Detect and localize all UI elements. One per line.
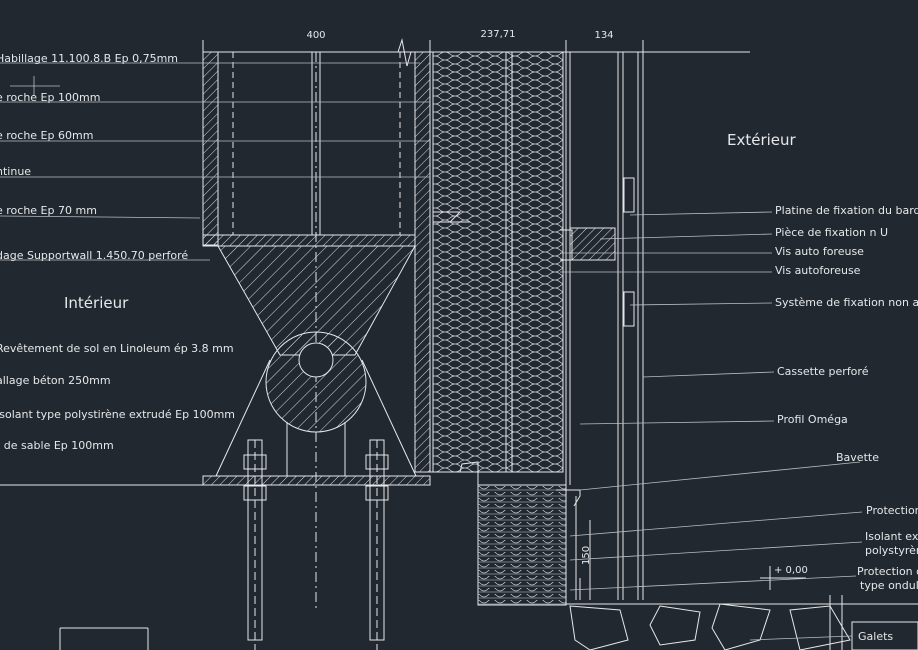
label-cassette: Cassette perforé <box>777 365 869 378</box>
label-omega: Profil Oméga <box>777 413 848 426</box>
cladding-profiles <box>556 52 644 600</box>
wall-insulation <box>430 51 571 606</box>
label-supportwall: dage Supportwall 1.450.70 perforé <box>0 249 188 262</box>
label-type-onduli: type onduli <box>860 579 918 592</box>
label-vis-2: Vis autoforeuse <box>775 264 861 277</box>
label-polystyrene: polystyrèn <box>865 544 918 557</box>
anchor-bolts <box>243 439 389 650</box>
dim-150: 150 <box>581 546 592 565</box>
label-protection: Protection <box>866 504 918 517</box>
label-laine-60: e roche Ep 60mm <box>0 129 93 142</box>
dim-134: 134 <box>594 30 613 41</box>
label-galets: Galets <box>858 630 893 643</box>
level-marker <box>579 566 806 600</box>
label-laine-100: e roche Ep 100mm <box>0 91 100 104</box>
left-annotations: Habillage 11.100.8.B Ep 0,75mm e roche E… <box>0 52 235 452</box>
level-label: + 0,00 <box>774 565 808 576</box>
label-platine: Platine de fixation du barda <box>775 204 918 217</box>
dim-237: 237,71 <box>481 29 516 40</box>
label-continue: ntinue <box>0 165 31 178</box>
label-vis-1: Vis auto foreuse <box>775 245 864 258</box>
label-linoleum: Revêtement de sol en Linoleum ép 3.8 mm <box>0 342 234 355</box>
steel-box-beam <box>202 51 431 610</box>
label-bavette: Bavette <box>836 451 879 464</box>
right-leaders <box>560 211 863 641</box>
label-isolant-sol: Isolant type polystirène extrudé Ep 100m… <box>0 408 235 421</box>
label-sable: t de sable Ep 100mm <box>0 439 114 452</box>
exterior-label: Extérieur <box>727 131 797 149</box>
right-annotations: Platine de fixation du barda Pièce de fi… <box>775 204 918 643</box>
column-base <box>0 245 431 486</box>
label-dallage: allage béton 250mm <box>0 374 111 387</box>
label-isolant-ext: Isolant ext <box>865 530 918 543</box>
label-protection-d: Protection d <box>857 565 918 578</box>
left-leaders <box>0 62 430 261</box>
label-habillage: Habillage 11.100.8.B Ep 0,75mm <box>0 52 178 65</box>
dim-400: 400 <box>306 30 325 41</box>
interior-label: Intérieur <box>64 294 129 312</box>
label-laine-70: e roche Ep 70 mm <box>0 204 97 217</box>
label-systeme: Système de fixation non ap <box>775 296 918 309</box>
label-piece-u: Pièce de fixation n U <box>775 226 888 239</box>
